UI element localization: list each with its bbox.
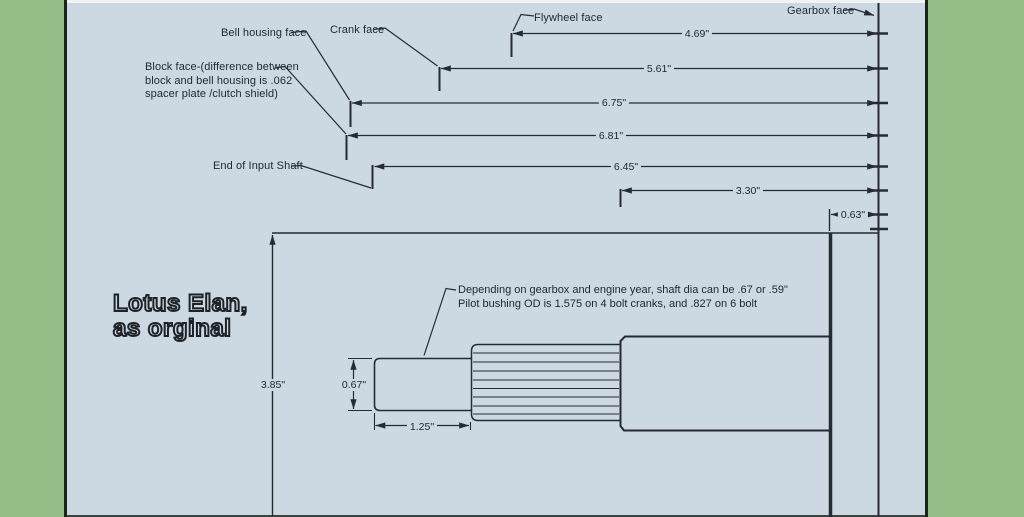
spline-section-outline: [470, 343, 620, 422]
block-face-note: Block face-(difference between block and…: [145, 61, 299, 100]
shaft-note-line1: Depending on gearbox and engine year, sh…: [458, 284, 788, 296]
drawing-title: Lotus Elan, as orginal: [112, 290, 248, 342]
extension-ticks: [345, 33, 831, 231]
leader-crank-face: [373, 27, 438, 67]
left-panel-edge: [64, 0, 67, 517]
dim-1-25: 1.25": [406, 421, 438, 433]
dim-3-85: 3.85": [257, 379, 289, 391]
pilot-shaft-outline: [373, 357, 471, 412]
dim-5-61: 5.61": [643, 62, 675, 75]
leader-block-face: [274, 65, 347, 135]
right-panel-edge: [925, 0, 928, 517]
end-of-input-shaft-label: End of Input Shaft: [213, 160, 303, 172]
bell-housing-face-label: Bell housing face: [221, 27, 307, 39]
right-green-border: [928, 0, 1024, 517]
crank-face-label: Crank face: [330, 24, 385, 36]
dim-6-45: 6.45": [610, 160, 642, 173]
shaft-body-outline: [619, 335, 829, 432]
leader-end-of-input-shaft: [290, 164, 372, 189]
flywheel-face-label: Flywheel face: [534, 12, 603, 24]
dim-0-63: 0.63": [837, 208, 869, 221]
leader-bell-housing-face: [290, 30, 351, 101]
gearbox-face-ticks: [870, 32, 888, 231]
leader-shaft-note: [423, 287, 457, 356]
dim-0-67: 0.67": [338, 379, 370, 391]
dim-6-75: 6.75": [598, 97, 630, 109]
spline-lines: [473, 352, 619, 415]
page-top-edge: [67, 0, 925, 3]
shaft-note-line2: Pilot bushing OD is 1.575 on 4 bolt cran…: [458, 298, 758, 310]
leader-flywheel-face: [512, 13, 535, 32]
dim-4-69: 4.69": [681, 27, 713, 40]
leader-gearbox-face: [842, 8, 875, 17]
dim-6-81: 6.81": [595, 129, 627, 142]
page-bottom-edge: [67, 515, 925, 517]
gearbox-face-label: Gearbox face: [787, 5, 855, 17]
dim-3-30: 3.30": [732, 184, 764, 197]
leader-lines: [274, 8, 875, 356]
left-green-border: [0, 0, 64, 517]
